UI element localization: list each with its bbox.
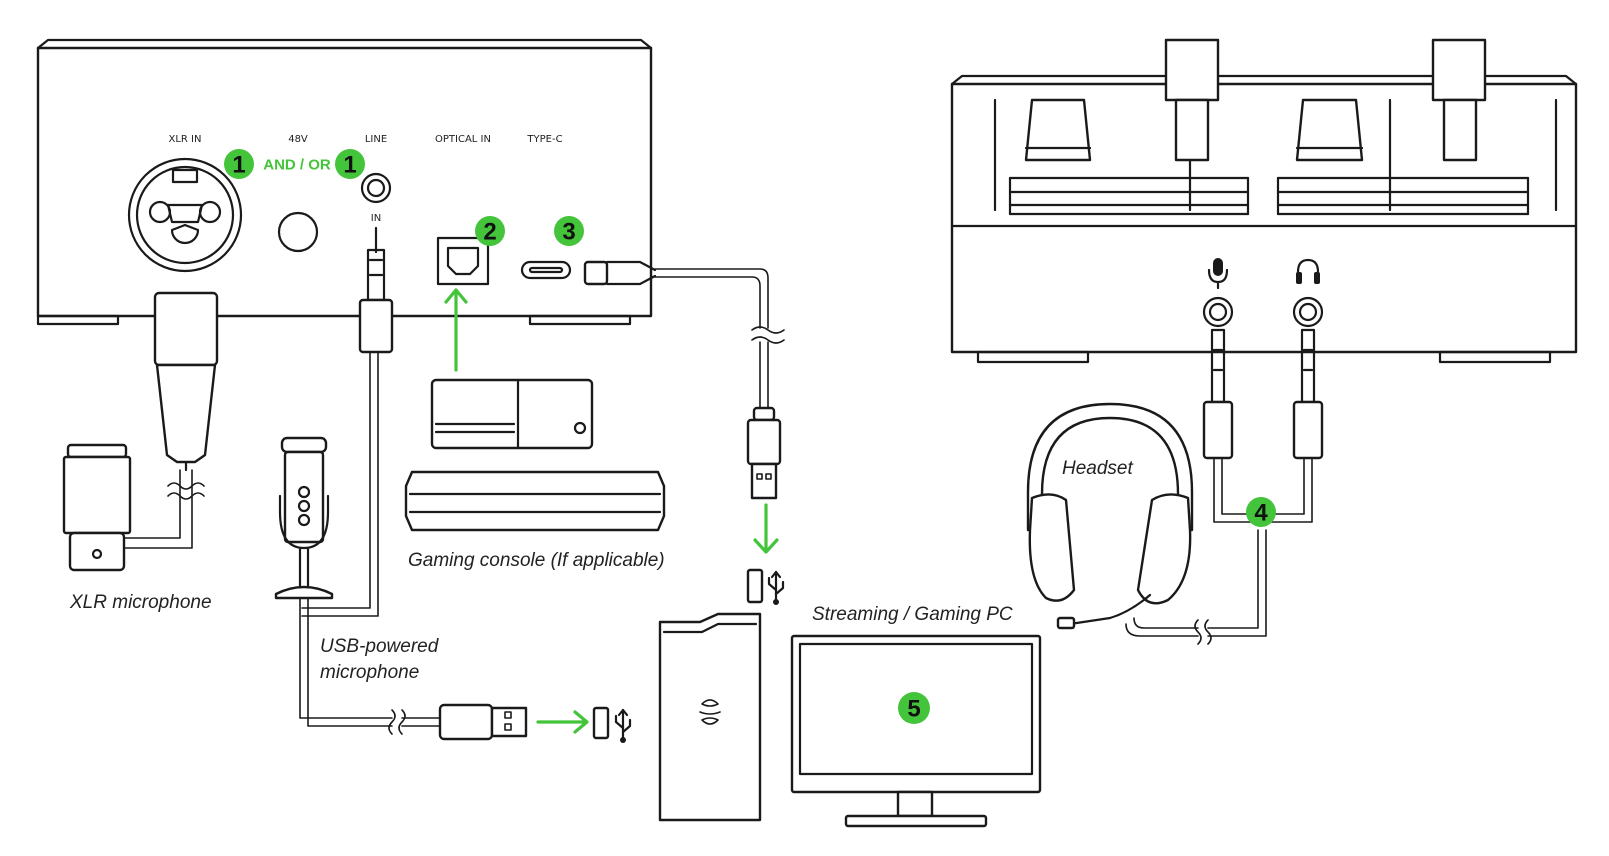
arrow-usb-mic-to-pc [536,710,589,734]
pc-tower [658,612,762,822]
caption-gaming-console: Gaming console (If applicable) [408,550,665,571]
port-label-optical-in: OPTICAL IN [435,134,491,145]
mixer-rear-panel: XLR IN 48V LINE OPTICAL IN TYPE-C IN 1 A… [36,38,653,326]
optical-in-port [436,236,490,286]
port-label-xlr-in: XLR IN [169,134,202,145]
xbox-logo-icon [573,421,587,435]
port-label-type-c: TYPE-C [526,134,562,145]
xlr-microphone-setup: XLR microphone [62,291,219,613]
usb-icon [614,708,632,743]
step-badge-5-pc: 5 [907,696,920,723]
port-label-line: LINE [365,134,387,145]
caption-xlr-microphone: XLR microphone [69,592,212,613]
line-in-jack [360,172,392,204]
line-in-cable [301,226,394,617]
microphone-icon [1207,258,1229,290]
caption-usb-mic-line1: USB-powered [320,636,440,657]
headset-splitter-cable: 4 [1125,328,1324,645]
pc-usb-port-1 [592,706,610,740]
step-badge-1-line: 1 [343,152,356,179]
front-mic-jack [1202,296,1234,328]
phantom-power-button [277,211,319,253]
headset: Headset [1026,402,1194,630]
usb-c-port [520,260,572,280]
caption-pc: Streaming / Gaming PC [812,604,1013,625]
usb-icon [767,570,785,605]
step-badge-3-usb-c: 3 [562,219,575,246]
port-label-line-in: IN [371,213,381,224]
step-badge-2-optical: 2 [483,219,496,246]
step-badge-1-xlr: 1 [232,152,245,179]
mixer-front-view [950,38,1578,364]
and-or-label: AND / OR [263,157,331,174]
xlr-combo-jack [127,157,243,273]
arrow-optical [444,288,468,372]
step-badge-4-headset: 4 [1254,500,1268,527]
arrow-usb-c-to-pc [753,503,779,554]
usb-microphone-setup: USB-powered microphone [274,436,528,741]
caption-headset: Headset [1062,458,1133,479]
port-label-48v: 48V [288,134,308,145]
razer-logo-icon [699,699,721,725]
caption-usb-mic-line2: microphone [320,662,419,683]
headphone-icon [1296,258,1320,284]
usb-c-cable [583,260,785,554]
gaming-console: Gaming console (If applicable) [404,288,666,571]
pc-usb-port-2 [746,568,764,604]
pc-monitor: 5 Streaming / Gaming PC [790,604,1042,828]
front-headphone-jack [1292,296,1324,328]
